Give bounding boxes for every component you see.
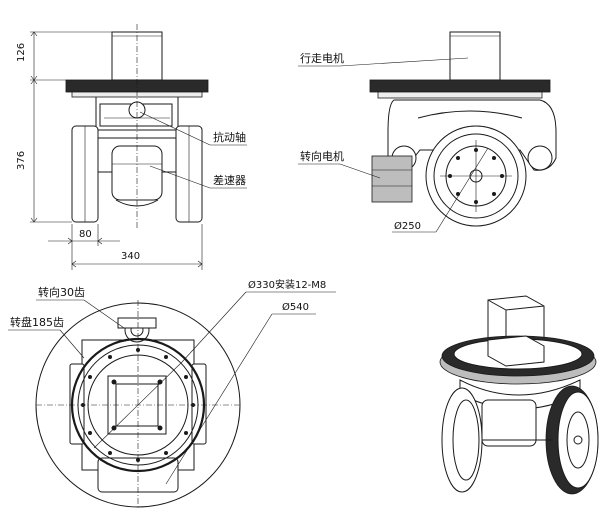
label-swing-shaft: 抗动轴 (213, 130, 246, 144)
front-view: 126 376 80 340 抗动轴 差速器 (16, 24, 247, 270)
label-steer-motor: 转向电机 (300, 149, 344, 163)
isometric-view (439, 295, 599, 495)
dim-126: 126 (16, 43, 27, 62)
dim-80: 80 (79, 229, 92, 240)
side-motor-box (449, 31, 501, 81)
label-differential: 差速器 (213, 173, 246, 187)
side-view: 行走电机 转向电机 Ø250 (298, 31, 557, 233)
dim-340: 340 (121, 251, 140, 262)
label-turntable-gear: 转盘185齿 (10, 315, 64, 329)
iso-right-wheel (557, 391, 599, 489)
dim-bolt-circle: Ø330安装12-M8 (248, 278, 326, 291)
dim-376: 376 (16, 151, 27, 170)
steer-motor-box (371, 155, 413, 203)
label-steer-gear: 转向30齿 (38, 285, 85, 299)
iso-left-wheel (441, 387, 483, 493)
side-slewing-ring (369, 79, 551, 93)
dim-wheel-diameter: Ø250 (394, 220, 421, 232)
label-drive-motor: 行走电机 (300, 51, 344, 65)
dim-outer-diameter: Ø540 (282, 301, 309, 313)
top-view: 转向30齿 转盘185齿 Ø330安装12-M8 Ø540 (8, 278, 336, 508)
